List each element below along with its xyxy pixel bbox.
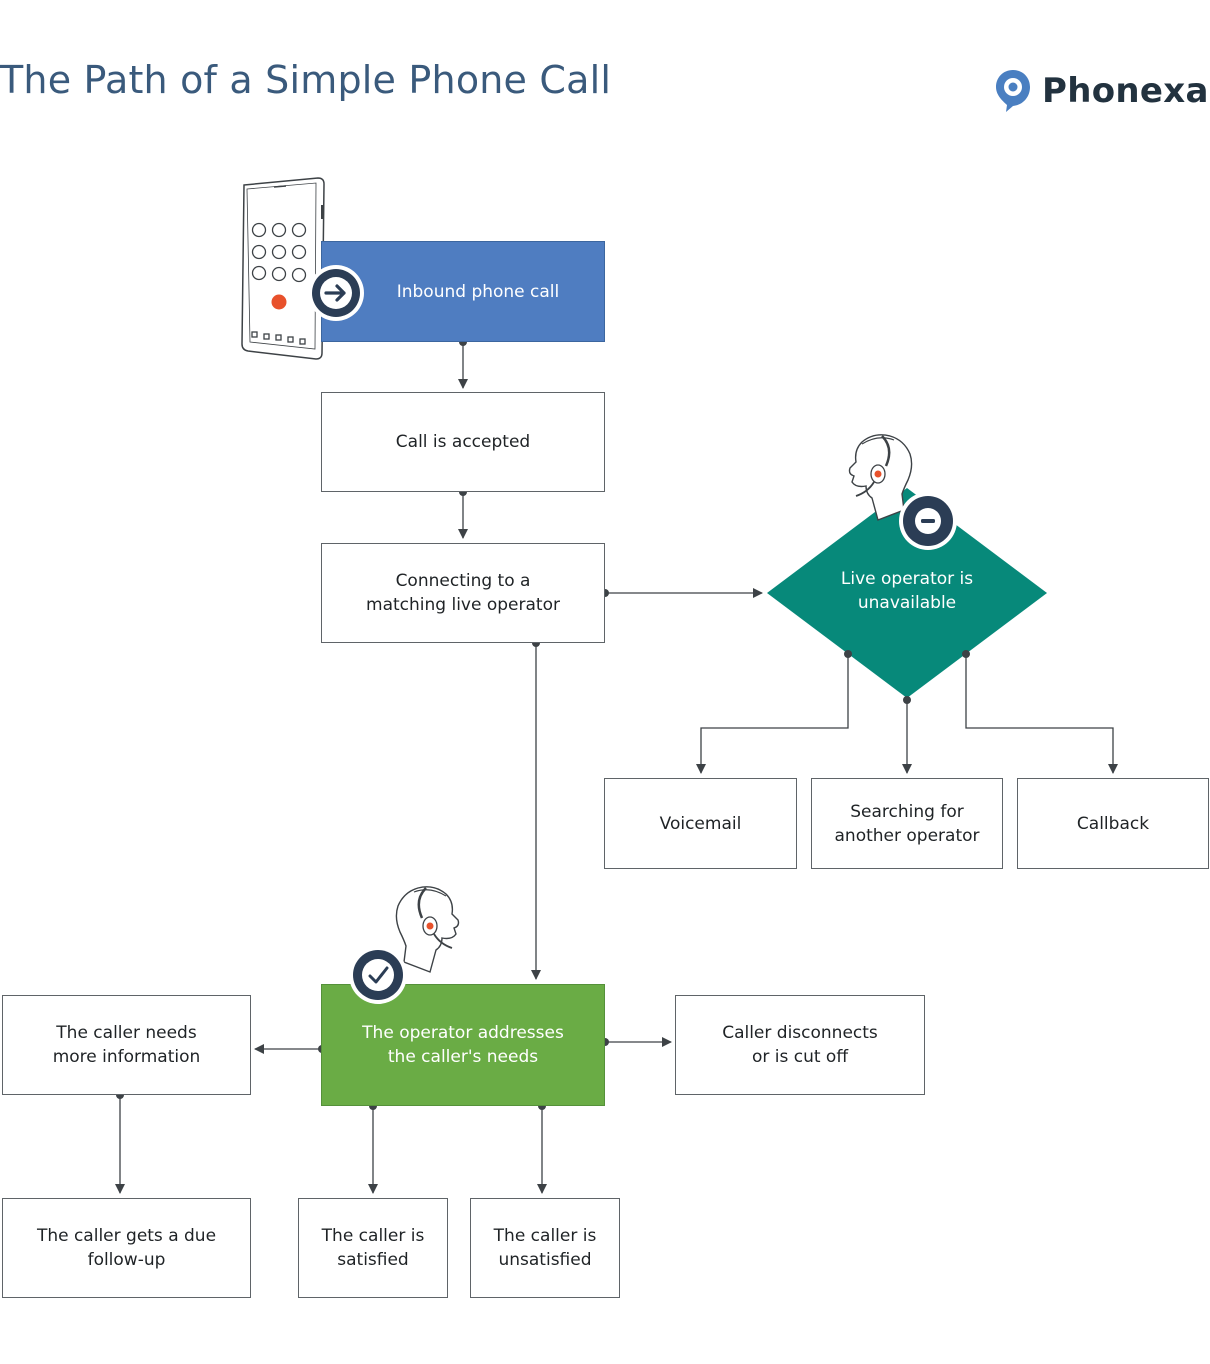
node-voicemail: Voicemail (604, 778, 797, 869)
node-operator-addresses-needs: The operator addresses the caller's need… (321, 984, 605, 1106)
node-unavailable-label: Live operator is unavailable (840, 569, 974, 613)
operator-icon (848, 434, 913, 521)
location-pin-logo-icon (996, 70, 1030, 112)
node-callback: Callback (1017, 778, 1209, 869)
phone-icon (241, 177, 325, 360)
node-disconnects-label: Caller disconnects or is cut off (722, 1023, 878, 1067)
node-accepted-label: Call is accepted (395, 432, 531, 452)
connector-unavailable-callback (965, 654, 1118, 774)
node-operator-unavailable: Live operator is unavailable (827, 567, 987, 615)
check-badge-icon (349, 946, 407, 1004)
brand-logo: Phonexa® (994, 68, 1210, 114)
node-call-accepted: Call is accepted (321, 392, 605, 492)
node-satisfied-label: The caller is satisfied (321, 1226, 425, 1270)
node-connecting-label: Connecting to a matching live operator (366, 571, 560, 615)
node-callback-label: Callback (1076, 813, 1150, 834)
node-searching-operator: Searching for another operator (811, 778, 1003, 869)
node-due-follow-up: The caller gets a due follow-up (2, 1198, 251, 1298)
minus-badge-icon (899, 492, 957, 550)
node-inbound-phone-call: Inbound phone call (321, 241, 605, 342)
node-caller-unsatisfied: The caller is unsatisfied (470, 1198, 620, 1298)
arrow-badge-icon (308, 265, 364, 321)
brand-name: Phonexa® (1042, 71, 1210, 111)
node-addresses-label: The operator addresses the caller's need… (362, 1023, 564, 1067)
decision-diamond (767, 488, 1047, 698)
node-caller-satisfied: The caller is satisfied (298, 1198, 448, 1298)
node-voicemail-label: Voicemail (659, 813, 742, 834)
node-followup-label: The caller gets a due follow-up (36, 1226, 217, 1270)
node-moreinfo-label: The caller needs more information (52, 1023, 201, 1067)
node-inbound-label: Inbound phone call (396, 281, 560, 302)
page-title: The Path of a Simple Phone Call (0, 58, 612, 102)
node-searching-label: Searching for another operator (834, 801, 980, 846)
registered-mark: ® (1209, 71, 1210, 81)
node-connecting-operator: Connecting to a matching live operator (321, 543, 605, 643)
connector-unavailable-voicemail (696, 654, 849, 774)
node-caller-disconnects: Caller disconnects or is cut off (675, 995, 925, 1095)
node-unsatisfied-label: The caller is unsatisfied (493, 1226, 597, 1270)
node-needs-more-info: The caller needs more information (2, 995, 251, 1095)
operator-icon (395, 886, 460, 973)
